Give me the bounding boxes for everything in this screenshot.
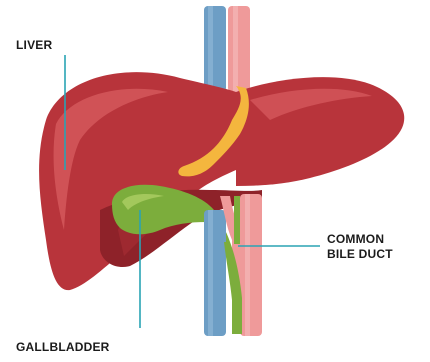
aorta-lower xyxy=(240,194,262,336)
gallbladder-label: GALLBLADDER xyxy=(16,340,110,355)
hepatic-duct-branch xyxy=(234,196,240,244)
vessels-top xyxy=(204,6,250,92)
vessel-highlight-upper xyxy=(208,6,213,92)
aorta-upper xyxy=(228,6,250,92)
vessel-highlight-upper-2 xyxy=(233,6,238,92)
common-bile-duct-label: COMMON BILE DUCT xyxy=(327,232,393,262)
vena-cava-lower-highlight xyxy=(208,210,213,336)
common-bile-duct-label-line2: BILE DUCT xyxy=(327,247,393,262)
vena-cava-lower xyxy=(204,210,226,336)
liver-label: LIVER xyxy=(16,38,52,53)
common-bile-duct-label-line1: COMMON xyxy=(327,232,393,247)
aorta-lower-highlight xyxy=(245,194,250,336)
vessels-bottom xyxy=(204,194,262,336)
vena-cava-upper xyxy=(204,6,226,92)
